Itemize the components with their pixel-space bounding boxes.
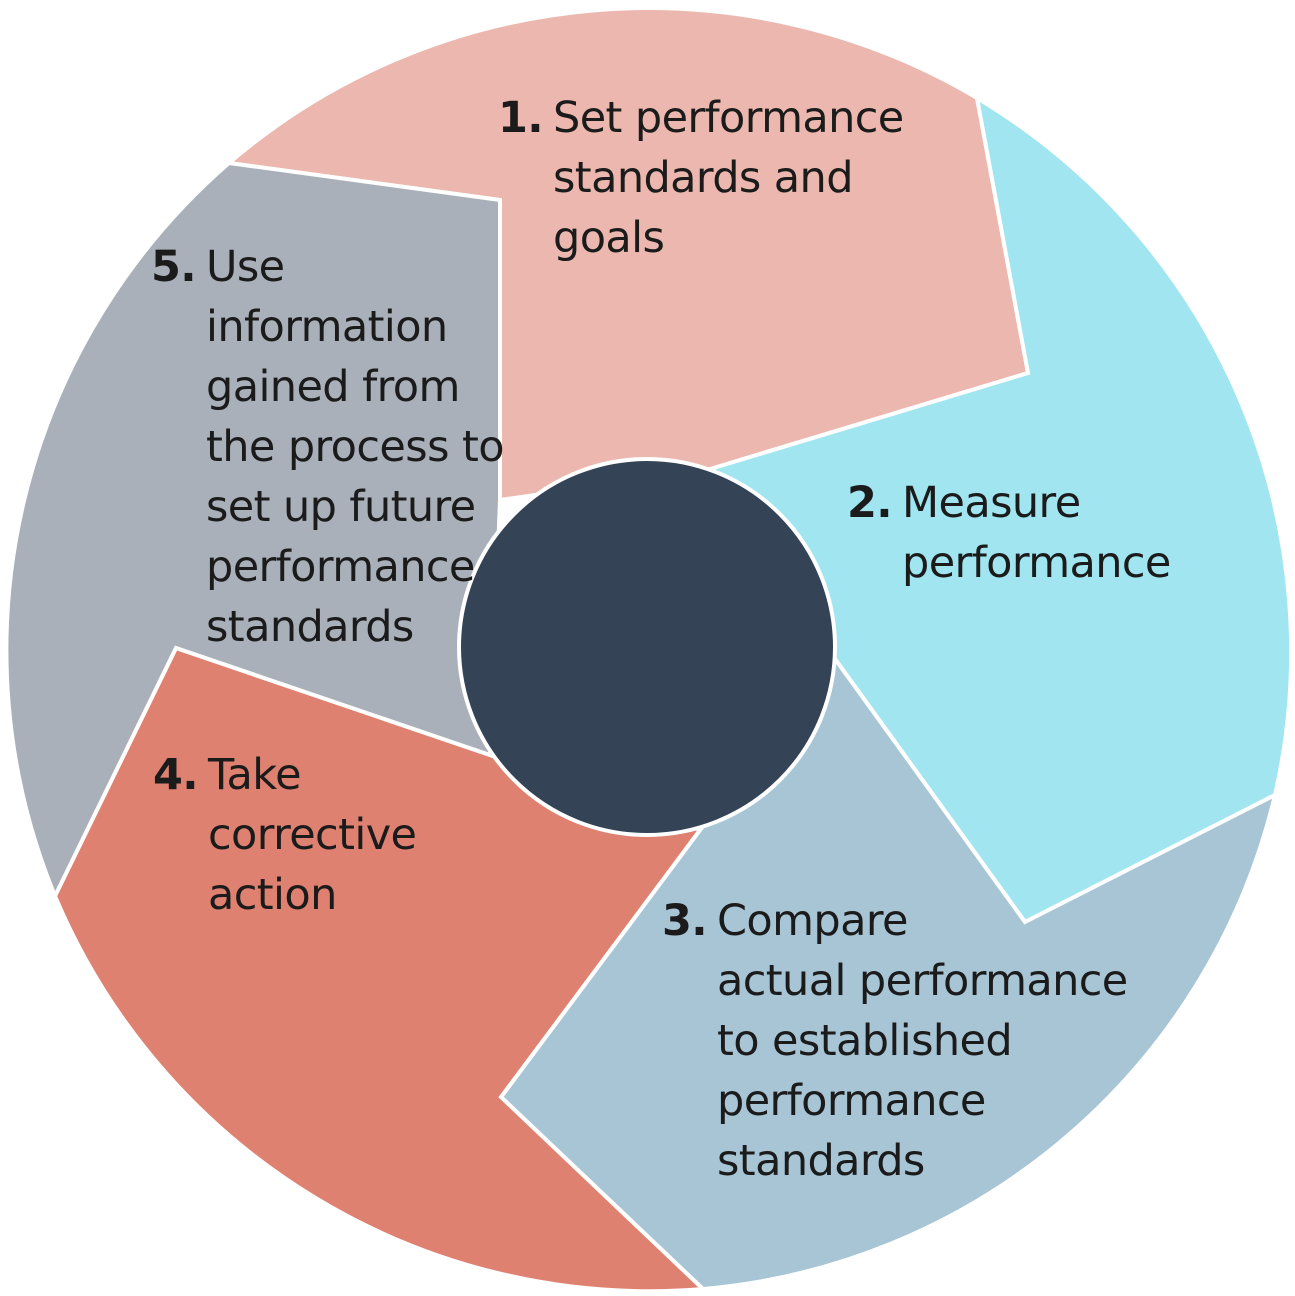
step-5-line-5: set up future [206,482,476,532]
step-4-line-1: Take [208,750,302,800]
step-5-label: 5. Use information gained from the proce… [151,237,505,657]
step-5-line-3: gained from [206,362,460,412]
step-5-line-1: Use [206,242,285,292]
step-4-label: 4. Take corrective action [153,745,417,925]
step-3-line-1: Compare [717,896,908,946]
step-1-line-2: standards and [553,153,854,203]
step-2-number: 2. [846,478,893,528]
step-3-line-3: to established [717,1016,1013,1066]
step-3-line-5: standards [717,1136,925,1186]
step-4-number: 4. [152,750,199,800]
step-1-line-1: Set performance [553,93,904,143]
segment-step-4 [52,645,708,1294]
step-3-number: 3. [661,896,708,946]
step-5-number: 5. [150,242,197,292]
segment-step-1 [224,6,1031,503]
step-4-line-2: corrective [208,810,417,860]
step-5-line-4: the process to [206,422,505,472]
step-2-line-2: performance [902,538,1171,588]
step-4-line-3: action [208,870,337,920]
step-5-line-7: standards [206,602,414,652]
segment-step-3 [498,648,1278,1292]
step-1-line-3: goals [553,213,665,263]
step-3-label: 3. Compare actual performance to establi… [662,891,1128,1191]
step-2-line-1: Measure [902,478,1081,528]
step-3-line-2: actual performance [717,956,1128,1006]
step-1-number: 1. [497,93,544,143]
center-hub [457,457,837,837]
step-1-label: 1. Set performance standards and goals [498,88,904,268]
segment-step-2 [703,94,1294,925]
step-5-line-6: performance [206,542,475,592]
step-5-line-2: information [206,302,448,352]
segment-step-5 [4,160,502,901]
step-2-label: 2. Measure performance [847,473,1171,593]
step-3-line-4: performance [717,1076,986,1126]
